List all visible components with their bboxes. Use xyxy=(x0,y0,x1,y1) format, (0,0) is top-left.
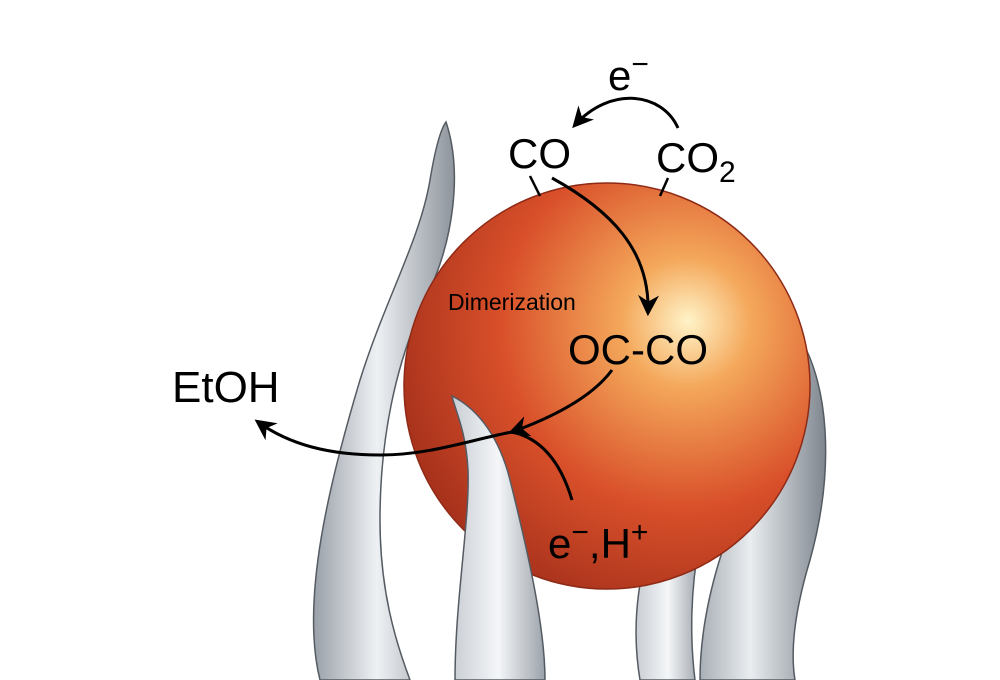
support-sheet-left xyxy=(312,120,456,680)
label-dimerization: Dimerization xyxy=(448,289,576,315)
arrow-to-etoh xyxy=(254,419,513,457)
bond-co xyxy=(528,175,542,197)
label-etoh: EtOH xyxy=(172,363,280,412)
arrow-dimerization xyxy=(551,176,660,317)
support-sheet-front xyxy=(450,394,546,680)
label-co2: CO2 xyxy=(656,134,736,189)
label-occo: OC-CO xyxy=(568,326,708,373)
label-electron-proton: e−,H+ xyxy=(548,516,648,567)
bond-co2 xyxy=(658,177,670,197)
label-electron: e− xyxy=(608,48,649,99)
reaction-arrows xyxy=(254,96,680,501)
arrow-co2-to-co xyxy=(572,96,680,129)
label-co: CO xyxy=(508,130,571,177)
line-proton-electron-feed xyxy=(511,430,574,501)
arrow-occo-to-junction xyxy=(508,369,614,437)
